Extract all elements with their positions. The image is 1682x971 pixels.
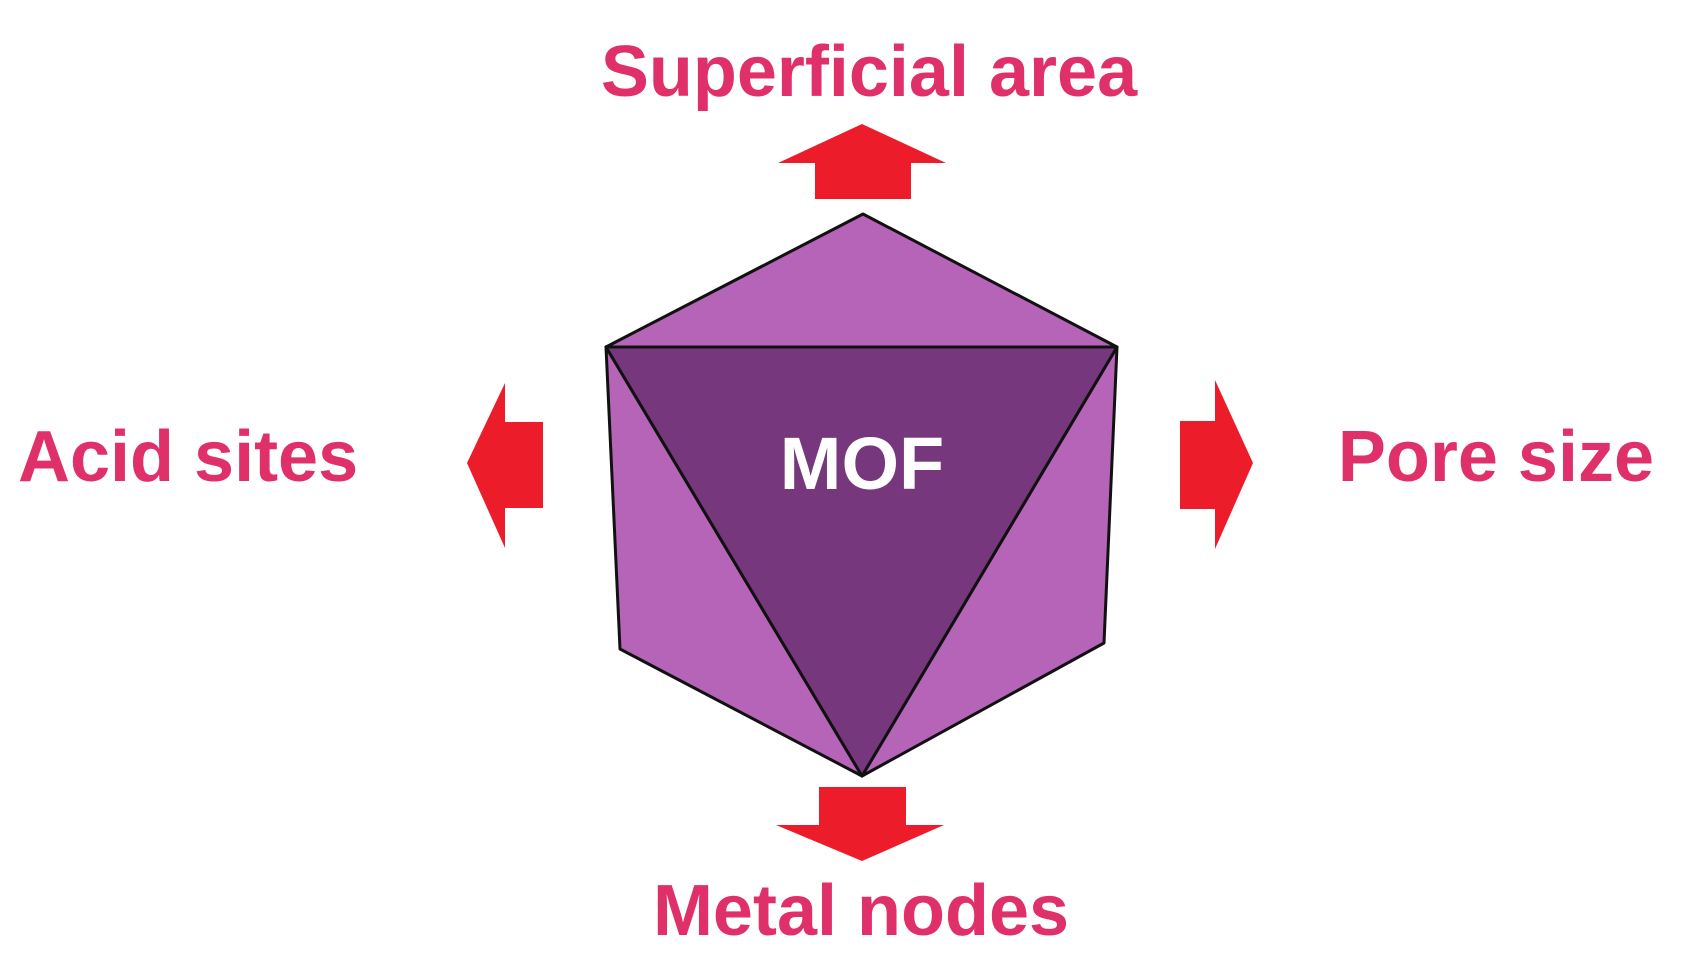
mof-label: MOF bbox=[780, 422, 944, 505]
arrow-down-icon bbox=[776, 787, 944, 861]
label-acid-sites: Acid sites bbox=[18, 417, 358, 497]
arrow-right-icon bbox=[1180, 380, 1253, 549]
octahedron-face-front bbox=[604, 345, 1119, 778]
arrow-left-icon bbox=[467, 383, 543, 548]
octahedron-face-top bbox=[604, 212, 1119, 349]
label-metal-nodes: Metal nodes bbox=[653, 871, 1069, 951]
mof-octahedron bbox=[604, 212, 1119, 778]
arrow-up-icon bbox=[778, 124, 946, 199]
label-pore-size: Pore size bbox=[1338, 417, 1654, 497]
label-superficial-area: Superficial area bbox=[601, 32, 1138, 112]
